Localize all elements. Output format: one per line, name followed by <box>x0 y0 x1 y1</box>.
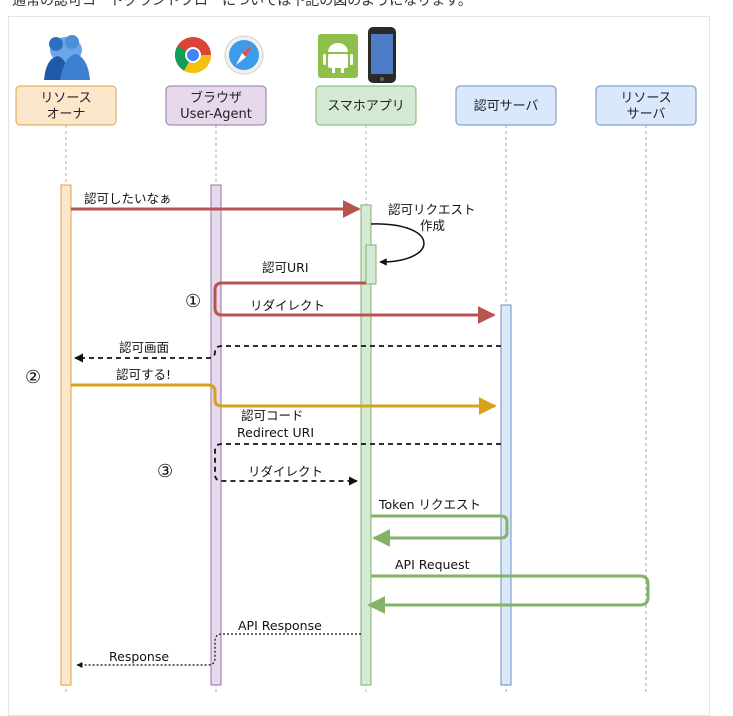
svg-text:リダイレクト: リダイレクト <box>248 464 323 479</box>
svg-text:API Response: API Response <box>238 618 322 633</box>
safari-icon <box>224 35 264 75</box>
activation-authz <box>500 304 512 686</box>
svg-text:認可サーバ: 認可サーバ <box>474 98 539 114</box>
step-marker-1: ① <box>185 291 201 312</box>
activation-app-nested <box>365 244 377 285</box>
message-auth-uri-redirect: 認可URI リダイレクト <box>213 260 496 324</box>
svg-text:Response: Response <box>109 649 169 664</box>
users-icon <box>44 35 90 80</box>
message-api-response: API Response Response <box>76 618 361 668</box>
svg-text:リソース: リソース <box>620 91 671 106</box>
svg-text:Token リクエスト: Token リクエスト <box>378 497 481 512</box>
participant-browser: ブラウザ User-Agent <box>165 85 267 126</box>
svg-text:Redirect URI: Redirect URI <box>237 425 314 440</box>
svg-text:オーナ: オーナ <box>46 107 85 122</box>
message-authorize: 認可する! <box>71 367 497 415</box>
chrome-icon <box>174 37 211 74</box>
svg-text:サーバ: サーバ <box>627 107 666 122</box>
message-want-auth: 認可したいなぁ <box>71 191 361 218</box>
participant-resource: リソース サーバ <box>595 85 697 126</box>
svg-text:リダイレクト: リダイレクト <box>250 298 325 313</box>
svg-text:ブラウザ: ブラウザ <box>190 90 242 106</box>
step-marker-3: ③ <box>157 461 173 482</box>
svg-text:認可URI: 認可URI <box>262 260 309 275</box>
participant-authz: 認可サーバ <box>455 85 557 126</box>
participant-app: スマホアプリ <box>315 85 417 126</box>
iphone-icon <box>368 27 396 83</box>
step-marker-2: ② <box>25 367 41 388</box>
message-token-request: Token リクエスト <box>371 497 509 547</box>
activation-browser <box>210 184 222 686</box>
svg-text:リソース: リソース <box>40 91 91 106</box>
svg-text:認可コード: 認可コード <box>241 408 304 423</box>
activation-app <box>360 204 372 686</box>
message-auth-screen: 認可画面 <box>74 340 501 363</box>
svg-text:認可画面: 認可画面 <box>119 340 169 355</box>
svg-text:User-Agent: User-Agent <box>180 107 252 122</box>
svg-text:認可リクエスト: 認可リクエスト <box>388 202 476 217</box>
svg-text:認可する!: 認可する! <box>116 367 171 382</box>
message-auth-code-redirect: 認可コード Redirect URI リダイレクト <box>214 408 501 486</box>
page-caption: 通常の認可コードグラントフローについては下記の図のようになります。 <box>12 0 472 9</box>
svg-text:認可したいなぁ: 認可したいなぁ <box>84 191 172 206</box>
svg-text:API Request: API Request <box>395 557 470 572</box>
svg-text:作成: 作成 <box>420 218 445 233</box>
svg-text:スマホアプリ: スマホアプリ <box>327 99 405 114</box>
message-auth-request: 認可リクエスト 作成 <box>370 202 476 266</box>
sequence-diagram: リソース オーナ ブラウザ User-Agent スマホアプリ 認可サーバ リソ… <box>15 27 697 693</box>
activation-owner <box>60 184 72 686</box>
message-api-request: API Request <box>367 557 650 614</box>
android-icon <box>318 34 358 78</box>
participant-owner: リソース オーナ <box>15 85 117 126</box>
